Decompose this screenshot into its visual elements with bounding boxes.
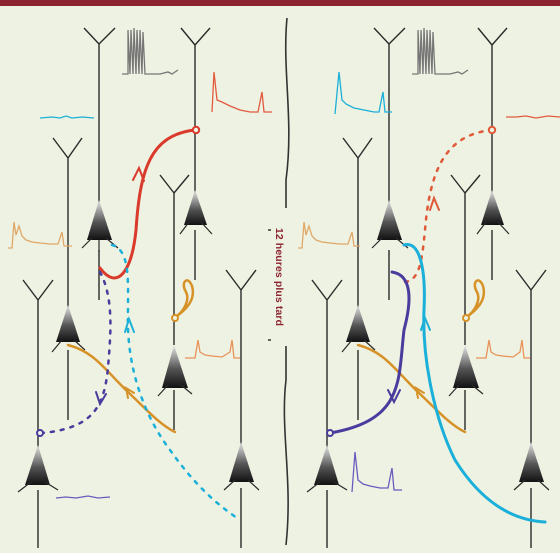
trace-tan — [298, 221, 360, 249]
connection-gold — [66, 343, 177, 434]
trace-red — [506, 115, 560, 119]
neuron-9 — [341, 137, 376, 420]
divider-line — [283, 17, 290, 546]
trace-purple — [351, 451, 402, 493]
connection-red — [98, 128, 197, 280]
connection-blue — [110, 243, 242, 522]
trace-red — [211, 71, 272, 113]
neurons-left — [17, 27, 260, 548]
trace-cyan — [334, 71, 392, 115]
connection-gold-top — [172, 279, 195, 320]
neuron-12 — [513, 269, 550, 548]
connection-blue — [402, 243, 547, 524]
neuron-10 — [448, 174, 484, 430]
neuron-5 — [17, 279, 59, 548]
traces-right — [298, 27, 560, 493]
time-label: 12 heures plus tard — [271, 208, 287, 346]
connection-purple — [40, 270, 112, 435]
trace-orange — [185, 339, 240, 359]
neuron-4 — [157, 174, 193, 430]
trace-purple — [55, 495, 111, 499]
connection-gold-top — [463, 279, 486, 320]
neuron-2 — [179, 27, 213, 280]
trace-orange — [476, 339, 530, 359]
neuron-3 — [51, 137, 86, 420]
connections-left — [36, 125, 242, 522]
neuron-11 — [306, 279, 348, 548]
connection-gold — [356, 343, 467, 434]
trace-cyan — [39, 115, 95, 119]
time-label-text: 12 heures plus tard — [273, 227, 285, 327]
trace-gray — [122, 27, 179, 75]
traces-left — [8, 27, 272, 499]
connection-red-dotted — [403, 128, 494, 284]
trace-gray — [412, 27, 469, 75]
neuron-6 — [223, 269, 260, 548]
neuron-7 — [371, 27, 409, 300]
neurons-right — [306, 27, 550, 548]
connection-purple — [328, 270, 411, 435]
neuron-8 — [476, 27, 510, 280]
top-bar — [0, 0, 560, 6]
trace-tan — [8, 221, 72, 249]
connections-right — [326, 125, 547, 524]
